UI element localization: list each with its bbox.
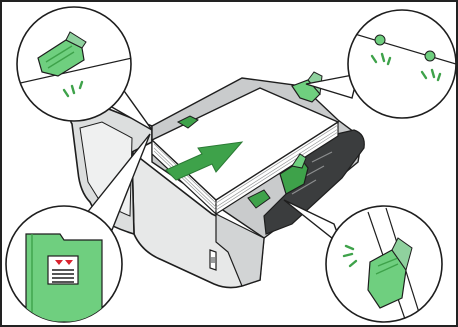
- callout-top-right: [348, 10, 456, 118]
- rear-guide-peg-right: [425, 51, 435, 61]
- rear-guide-peg-left: [375, 35, 385, 45]
- callout-bottom-left: [6, 206, 122, 322]
- tray-handle-mark: [211, 257, 215, 263]
- max-stack-label-icon: [48, 256, 78, 284]
- callout-bottom-right: [326, 206, 442, 322]
- illustration: [2, 2, 456, 325]
- callout-top-left: [16, 7, 132, 121]
